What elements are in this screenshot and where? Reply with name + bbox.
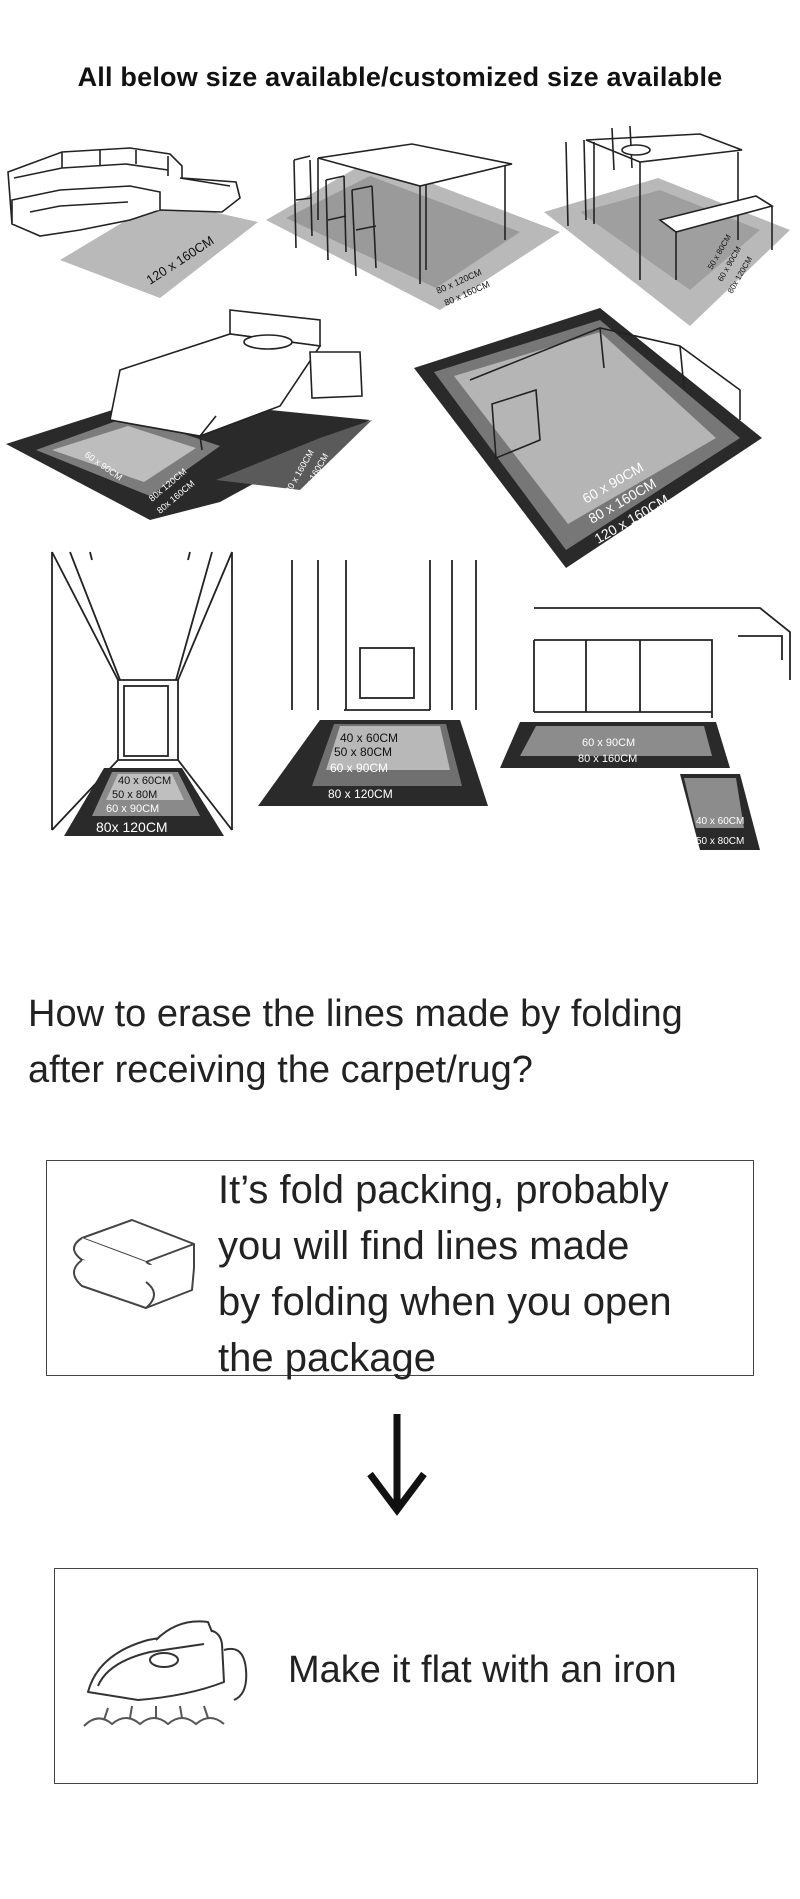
bedroom-scene: 60 x 90CM 80x 120CM 80x 160CM 80 x 160CM… (6, 309, 372, 520)
step-fold-packing-text: It’s fold packing, probably you will fin… (218, 1162, 748, 1386)
dining-bench-icon (565, 125, 774, 280)
entrance-label-3: 60 x 90CM (330, 761, 388, 775)
entrance-icon (291, 560, 477, 711)
question-line-2: after receiving the carpet/rug? (28, 1049, 533, 1091)
question-line-1: How to erase the lines made by folding (28, 993, 683, 1035)
iron-icon (83, 1620, 248, 1727)
kitchen-side-label-2: 50 x 80CM (696, 836, 744, 847)
office-scene: 60 x 90CM 80 x 160CM 120 x 160CM (414, 308, 762, 568)
entrance-scene: 40 x 60CM 50 x 80CM 60 x 90CM 80 x 120CM (258, 560, 488, 806)
folded-rug-icon (73, 1219, 195, 1309)
hallway-icon (51, 551, 233, 831)
entrance-label-2: 50 x 80CM (334, 745, 392, 759)
sofa-rug (60, 200, 258, 298)
step1-line-2: you will find lines made (218, 1224, 630, 1268)
arrow-down-icon (367, 1414, 427, 1516)
kitchen-main-label-1: 60 x 90CM (582, 737, 635, 749)
sofa-icon (7, 147, 241, 237)
desk-icon (469, 327, 741, 460)
dining-bench-scene: 50 x 80CM 60 x 90CM 80x 120CM (544, 125, 790, 326)
bed-icon (109, 309, 363, 451)
kitchen-main-label-2: 80 x 160CM (578, 753, 637, 765)
step-iron-text: Make it flat with an iron (288, 1649, 677, 1691)
rug-size-illustrations: 120 x 160CM 80 x 120CM 80 x 160CM 50 x 8… (6, 125, 791, 850)
entrance-label-4: 80 x 120CM (328, 787, 393, 801)
hallway-label-1: 40 x 60CM (118, 775, 171, 787)
entrance-label-1: 40 x 60CM (340, 731, 398, 745)
fold-lines-question: How to erase the lines made by folding a… (28, 986, 788, 1098)
page-title: All below size available/customized size… (77, 62, 723, 92)
hallway-scene: 40 x 60CM 50 x 80M 60 x 90CM 80x 120CM (51, 551, 233, 836)
sofa-scene: 120 x 160CM (7, 147, 258, 298)
step1-line-4: the package (218, 1336, 436, 1380)
step1-line-1: It’s fold packing, probably (218, 1168, 669, 1212)
hallway-label-4: 80x 120CM (96, 819, 168, 835)
kitchen-scene: 60 x 90CM 80 x 160CM 40 x 60CM 50 x 80CM (500, 607, 791, 850)
hallway-label-3: 60 x 90CM (106, 803, 159, 815)
dining-table-icon (293, 143, 513, 284)
dining-scene: 80 x 120CM 80 x 160CM (266, 143, 560, 310)
kitchen-side-label-1: 40 x 60CM (696, 816, 744, 827)
kitchen-icon (533, 607, 791, 718)
hallway-label-2: 50 x 80M (112, 789, 157, 801)
step1-line-3: by folding when you open (218, 1280, 672, 1324)
